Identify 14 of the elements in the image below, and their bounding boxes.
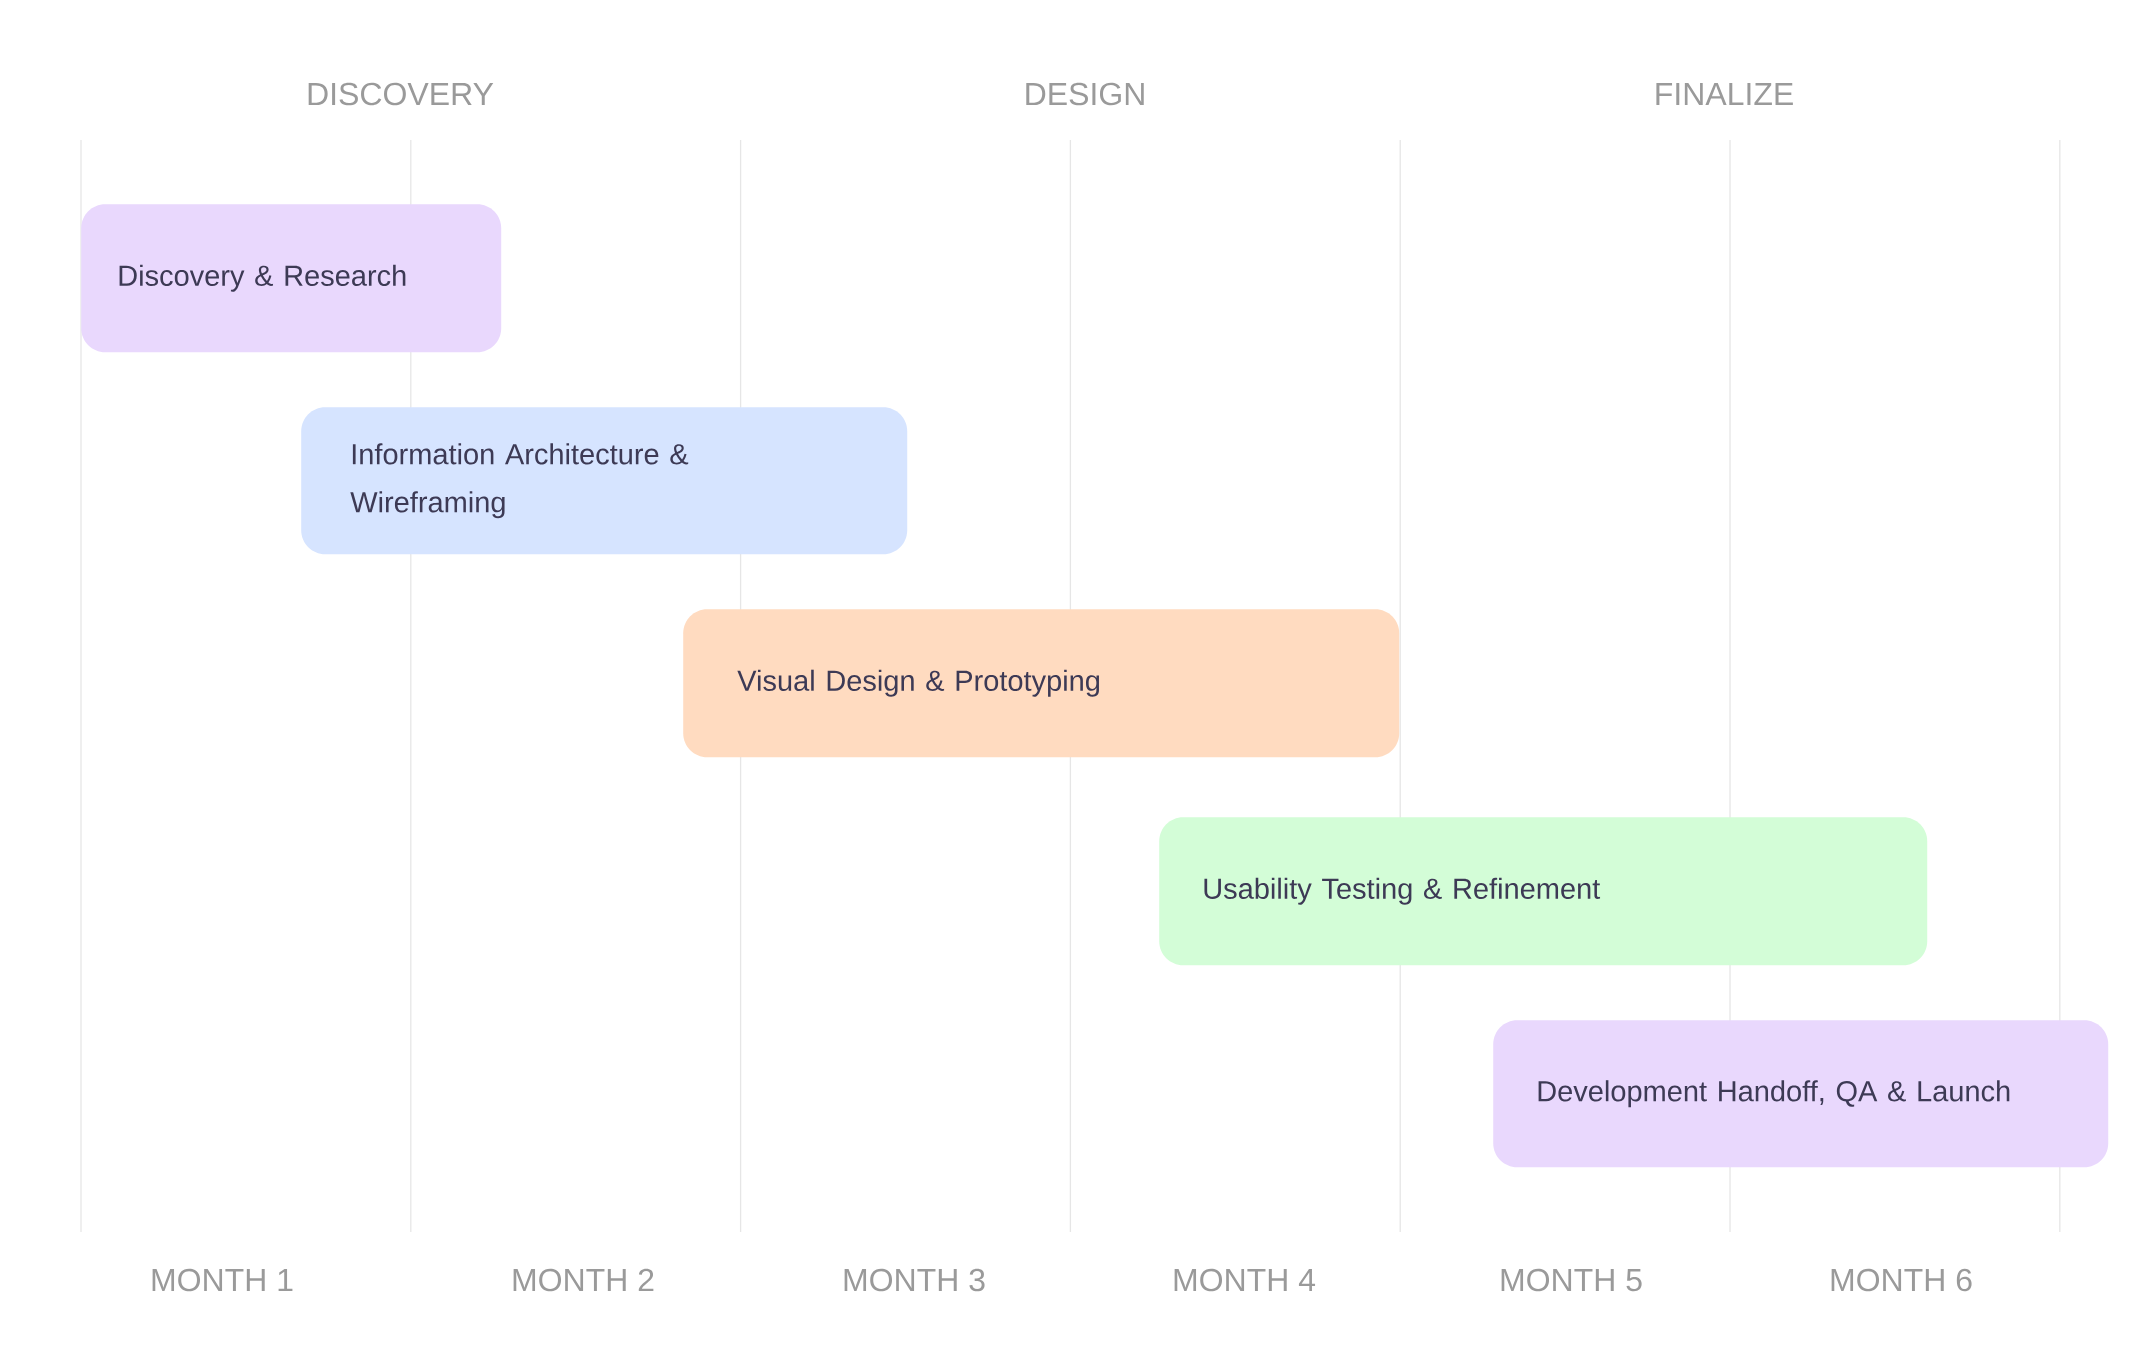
month-label: MONTH 6 — [1831, 1268, 1972, 1292]
month-label: MONTH 4 — [1174, 1268, 1316, 1292]
task-bar: Information Architecture & Wireframing — [301, 407, 908, 555]
phase-label: DISCOVERY — [308, 82, 494, 106]
phase-label: DESIGN — [1026, 82, 1144, 106]
month-label: MONTH 3 — [844, 1268, 985, 1292]
task-bar: Development Handoff, QA & Launch — [1493, 1020, 2109, 1168]
month-label: MONTH 5 — [1501, 1268, 1642, 1292]
task-bar: Usability Testing & Refinement — [1159, 817, 1928, 966]
task-bar: Visual Design & Prototyping — [683, 609, 1400, 758]
month-label: MONTH 1 — [152, 1268, 293, 1292]
month-label: MONTH 2 — [513, 1268, 654, 1292]
phase-label: FINALIZE — [1656, 83, 1793, 105]
task-bar: Discovery & Research — [81, 204, 502, 353]
